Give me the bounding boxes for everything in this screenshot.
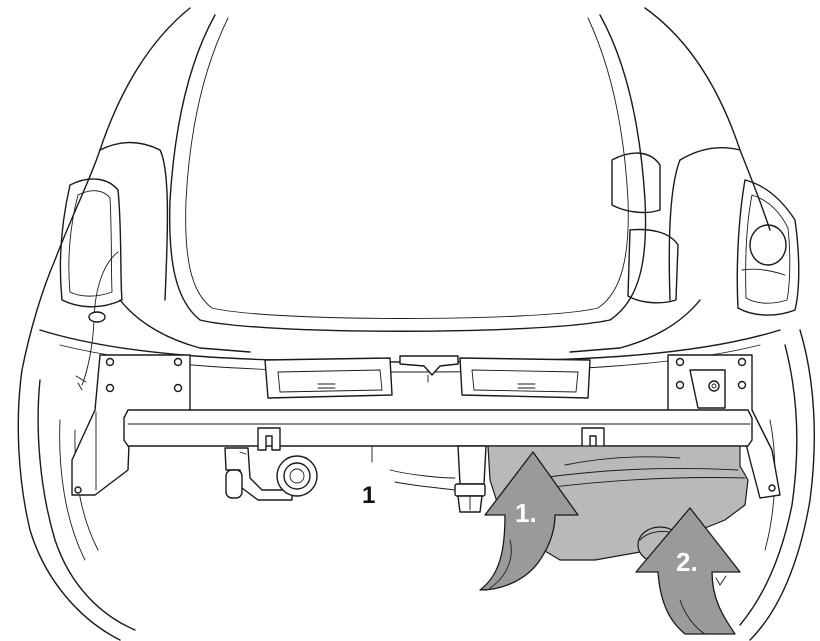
- right-mounting-bracket: [667, 354, 781, 499]
- rear-panel: [264, 355, 591, 399]
- car-body: [17, 7, 816, 641]
- part-label-1: 1: [362, 482, 375, 509]
- step-label-1: 1.: [515, 498, 537, 528]
- step-arrow-2: [635, 507, 741, 635]
- small-check-mark: [715, 575, 727, 586]
- step-label-2: 2.: [676, 547, 698, 577]
- socket-assembly: [224, 447, 318, 501]
- tow-bar-crossbeam: [123, 409, 753, 463]
- step-arrow-1: [479, 451, 579, 591]
- ball-mount-receiver: [389, 445, 487, 513]
- left-mounting-bracket: [71, 354, 191, 496]
